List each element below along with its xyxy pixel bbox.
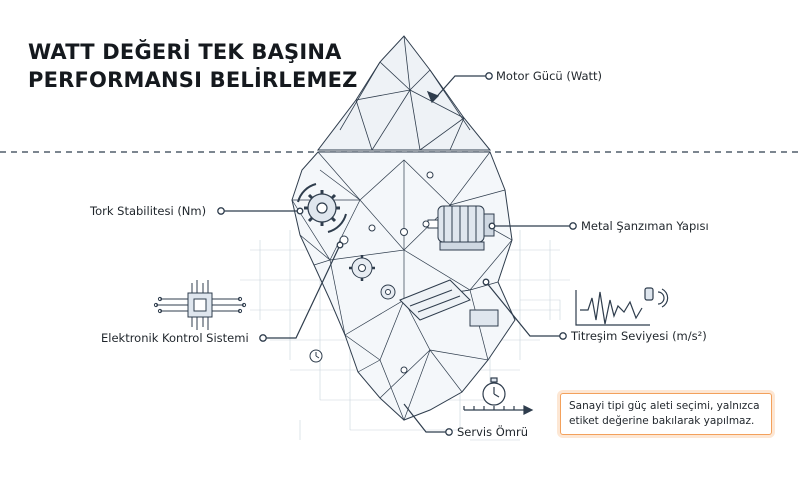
inner-nodes — [339, 171, 434, 374]
gear-icon — [297, 183, 347, 233]
note-box: Sanayi tipi güç aleti seçimi, yalnızca e… — [560, 393, 772, 435]
chip-icon — [153, 280, 247, 330]
iceberg-tip — [316, 35, 492, 151]
page-title: WATT DEĞERİ TEK BAŞINA PERFORMANSI BELİR… — [28, 38, 358, 94]
small-gear-icon — [349, 255, 375, 281]
iceberg-body — [291, 151, 516, 421]
label-metal-gearbox: Metal Şanzıman Yapısı — [581, 219, 709, 233]
leader-endpoints — [217, 72, 577, 436]
label-vibration-level: Titreşim Seviyesi (m/s²) — [571, 329, 707, 343]
gearbox-rail — [399, 279, 499, 327]
title-line-1: WATT DEĞERİ TEK BAŞINA — [28, 40, 342, 64]
label-motor-power: Motor Gücü (Watt) — [496, 69, 603, 83]
small-gear-icon-2 — [380, 284, 396, 300]
title-line-2: PERFORMANSI BELİRLEMEZ — [28, 68, 358, 92]
stopwatch-icon — [463, 377, 534, 415]
label-electronic-control: Elektronik Kontrol Sistemi — [101, 331, 249, 345]
clock-icon — [309, 349, 323, 363]
waveform-icon — [575, 287, 669, 326]
label-service-life: Servis Ömrü — [457, 425, 529, 439]
label-torque-stability: Tork Stabilitesi (Nm) — [90, 204, 207, 218]
note-text: Sanayi tipi güç aleti seçimi, yalnızca e… — [569, 400, 760, 427]
leader-lines — [224, 75, 570, 433]
